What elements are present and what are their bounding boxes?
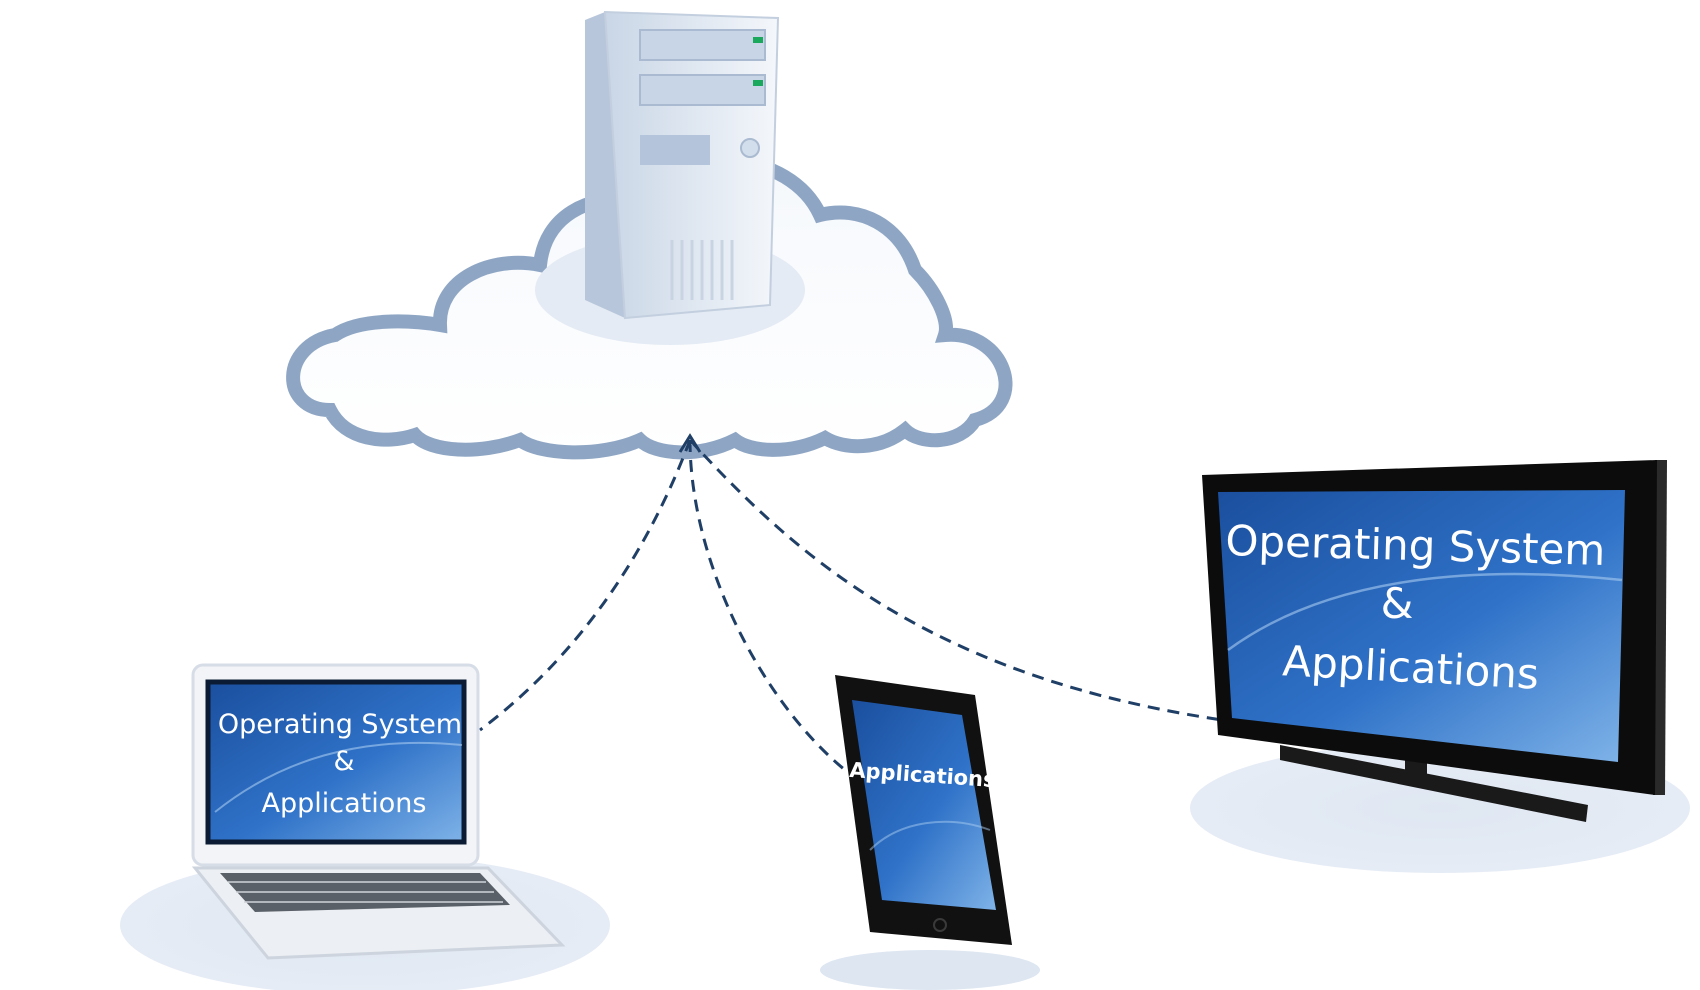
tablet-home-button [933, 918, 947, 932]
tv-stand [1280, 745, 1588, 822]
connector-tablet [688, 439, 846, 772]
tv-screen-swoosh [1227, 572, 1623, 652]
laptop-apps-label: Applications [262, 788, 427, 819]
server-drive-led-1 [753, 37, 763, 43]
tv: Operating System & Applications [1190, 460, 1690, 873]
server-side [585, 12, 625, 318]
connector-laptop [479, 439, 692, 732]
tv-screen [1218, 490, 1625, 762]
laptop-key-rows [228, 881, 503, 903]
server-tower [585, 10, 780, 320]
connector-tv [688, 438, 1311, 732]
server-drive-bay-2 [639, 74, 766, 106]
server-drive-bay-1 [639, 29, 766, 61]
server-power-button [740, 138, 760, 158]
laptop-screen [205, 679, 467, 845]
tv-ampersand: & [1381, 579, 1414, 628]
connectors [479, 438, 1311, 772]
tablet-shadow [820, 950, 1040, 990]
server-panel [640, 135, 710, 165]
laptop-ampersand: & [333, 746, 354, 777]
laptop-os-label: Operating System [218, 709, 462, 740]
tablet-screen-swoosh [869, 820, 991, 851]
tablet-screen [852, 700, 996, 910]
server-vents [670, 240, 734, 300]
server-drive-led-2 [753, 80, 763, 86]
tv-os-label: Operating System [1225, 516, 1606, 575]
laptop: Operating System & Applications [120, 663, 610, 990]
laptop-screen-swoosh [214, 741, 463, 813]
tablet: Applications [820, 675, 1040, 990]
connector-arrowhead [678, 433, 702, 453]
